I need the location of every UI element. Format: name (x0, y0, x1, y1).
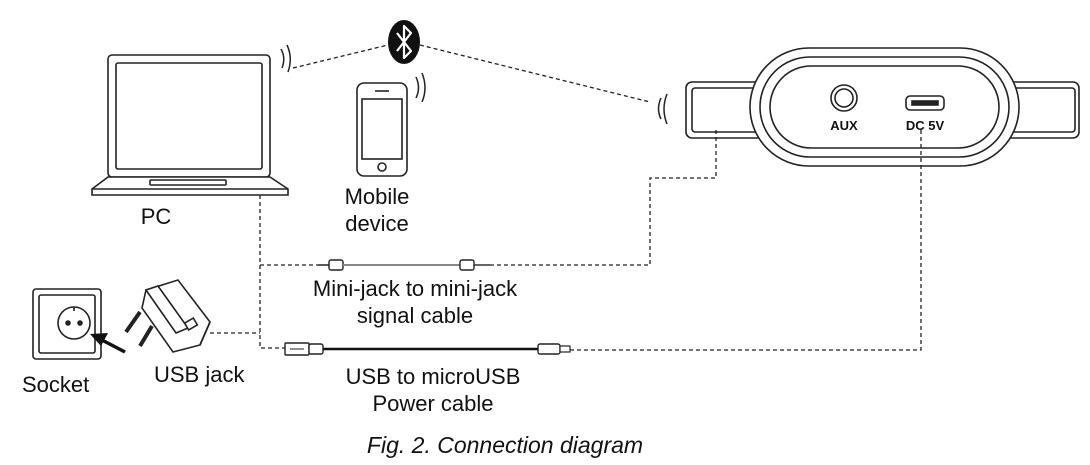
power-cable-label-line1: USB to microUSB (345, 364, 521, 389)
power-cable-label-line2: Power cable (372, 391, 494, 416)
pc-label: PC (140, 204, 172, 229)
figure-caption: Fig. 2. Connection diagram (366, 432, 644, 458)
aux-port-label: AUX (830, 118, 858, 133)
wireless-signal-icon (415, 72, 426, 103)
dc-port (905, 95, 945, 111)
signal-cable-label-line2: signal cable (356, 303, 474, 328)
mobile-device-label-line1: Mobile (344, 184, 410, 209)
signal-cable-label-line1: Mini-jack to mini-jack (312, 276, 518, 301)
wireless-links (292, 44, 651, 103)
dc-port-label: DC 5V (906, 118, 945, 133)
wall-socket-icon (32, 288, 102, 360)
usb-jack-label: USB jack (154, 362, 245, 387)
bluetooth-icon (388, 20, 420, 64)
mobile-phone-icon (356, 82, 408, 177)
usb-charger-icon (124, 279, 211, 353)
mobile-device-label-line2: device (345, 211, 409, 236)
socket-label: Socket (22, 372, 90, 397)
signal-cable-label: Mini-jack to mini-jack signal cable (313, 275, 517, 329)
aux-port (830, 84, 858, 112)
usb-power-cable (284, 342, 571, 356)
wireless-signal-icon (657, 93, 668, 125)
speaker-device (685, 47, 1080, 167)
wireless-signal-icon (280, 44, 291, 73)
laptop-icon (91, 54, 289, 196)
mini-jack-cable (318, 259, 490, 271)
cable-routing (210, 128, 922, 351)
power-cable-label: USB to microUSB Power cable (346, 363, 521, 417)
mobile-device-label: Mobile device (345, 183, 410, 237)
arrow-icon (90, 333, 126, 354)
